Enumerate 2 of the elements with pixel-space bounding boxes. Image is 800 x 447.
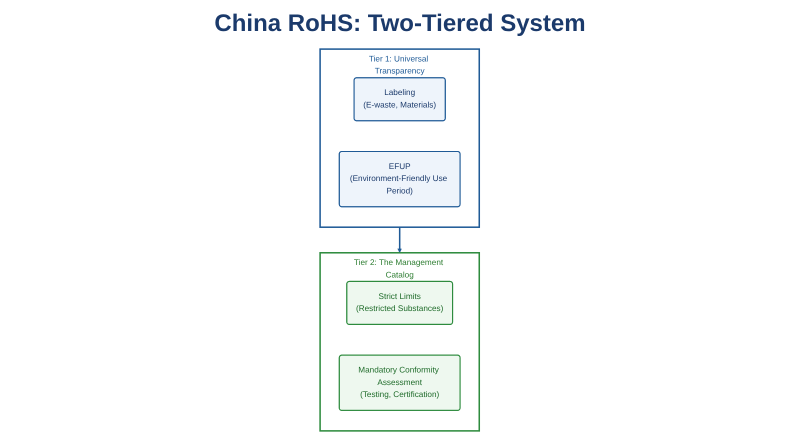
arrow xyxy=(398,226,402,252)
diagram-title: China RoHS: Two-Tiered System xyxy=(213,10,587,38)
